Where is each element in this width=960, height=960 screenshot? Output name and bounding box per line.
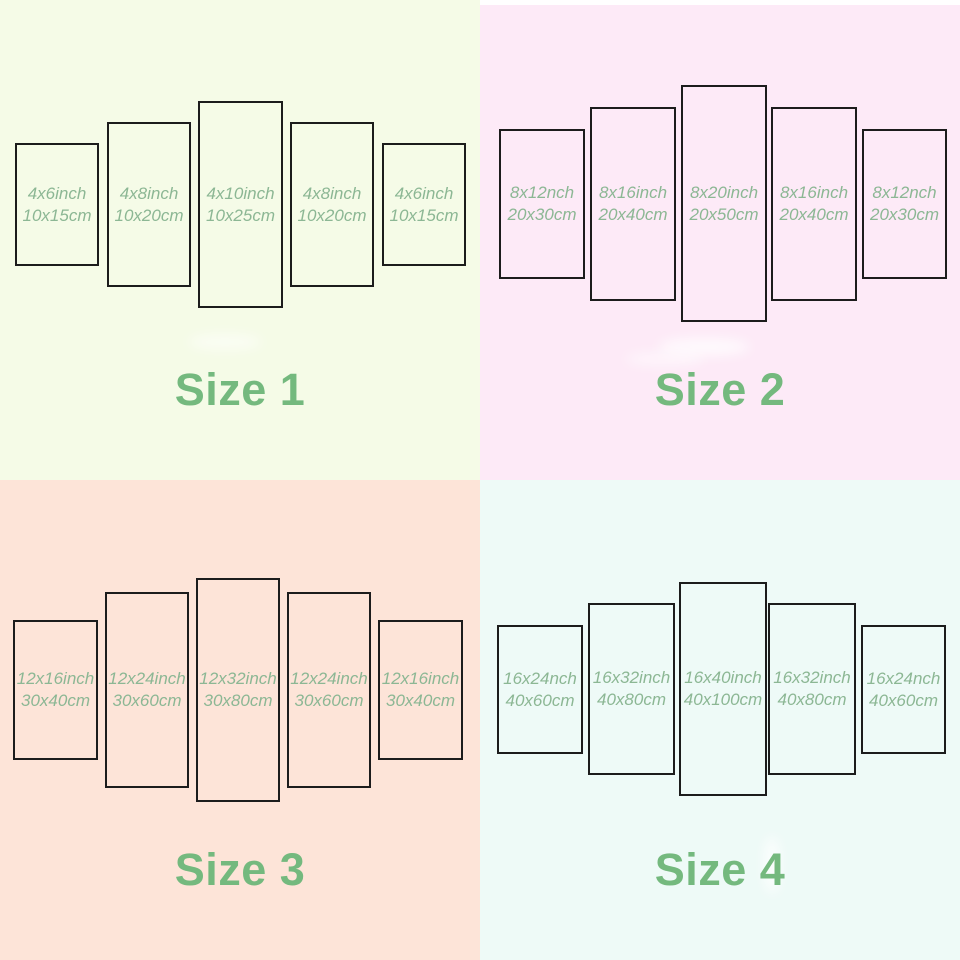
watermark-smudge (188, 334, 262, 350)
panel-inch-label: 8x16inch (598, 183, 668, 202)
canvas-panel: 16x24nch 40x60cm (861, 625, 946, 754)
canvas-panel: 16x40inch 40x100cm (679, 582, 767, 796)
white-edge-strip (480, 0, 960, 5)
quadrant-size-3: 12x16inch 30x40cm 12x24inch 30x60cm 12x3… (0, 480, 480, 960)
panel-inch-label: 16x32inch (773, 668, 851, 687)
size-group-label: Size 1 (174, 364, 306, 415)
panel-inch-label: 8x16inch (779, 183, 849, 202)
panel-cm-label: 10x20cm (297, 205, 367, 225)
panel-cm-label: 30x40cm (386, 691, 455, 710)
panel-inch-label: 8x20inch (689, 182, 759, 202)
panel-cm-label: 40x100cm (683, 690, 763, 709)
panel-inch-label: 4x8inch (302, 183, 362, 203)
panel-cm-label: 20x40cm (779, 205, 849, 224)
quadrant-size-4: 16x24nch 40x60cm 16x32inch 40x80cm 16x40… (480, 480, 960, 960)
panel-cm-label: 40x80cm (597, 690, 666, 709)
panel-cm-label: 10x20cm (114, 205, 184, 225)
quadrant-size-1: 4x6inch 10x15cm 4x8inch 10x20cm 4x10inch… (0, 0, 480, 480)
quadrant-size-2: 8x12nch 20x30cm 8x16inch 20x40cm 8x20inc… (480, 0, 960, 480)
panel-cm-label: 20x40cm (598, 205, 668, 224)
panel-cm-label: 30x80cm (203, 691, 273, 710)
canvas-panel: 12x32inch 30x80cm (196, 578, 280, 802)
canvas-panel: 8x16inch 20x40cm (590, 107, 676, 301)
panel-inch-label: 12x32inch (199, 669, 277, 688)
panel-cm-label: 40x60cm (505, 690, 575, 710)
panel-cm-label: 10x15cm (22, 205, 92, 225)
canvas-panel: 16x24nch 40x60cm (497, 625, 583, 754)
panel-inch-label: 12x24inch (290, 669, 368, 688)
panel-cm-label: 30x40cm (21, 691, 90, 710)
panel-inch-label: 16x24nch (503, 668, 577, 688)
canvas-panel: 8x12nch 20x30cm (499, 129, 585, 279)
canvas-panel: 12x24inch 30x60cm (287, 592, 371, 788)
panel-inch-label: 16x24nch (866, 668, 941, 688)
canvas-panel: 4x6inch 10x15cm (15, 143, 99, 266)
canvas-panel: 16x32inch 40x80cm (768, 603, 856, 775)
canvas-panel: 4x10inch 10x25cm (198, 101, 283, 308)
panel-cm-label: 20x50cm (689, 204, 759, 224)
panel-inch-label: 4x6inch (27, 183, 87, 203)
panel-inch-label: 16x32inch (592, 668, 671, 687)
canvas-panel: 4x8inch 10x20cm (290, 122, 374, 287)
canvas-panel: 16x32inch 40x80cm (588, 603, 675, 775)
panel-inch-label: 8x12nch (872, 183, 937, 202)
panel-cm-label: 30x60cm (112, 691, 182, 710)
panel-cm-label: 20x30cm (507, 205, 577, 224)
panel-cm-label: 30x60cm (294, 691, 364, 710)
canvas-panel: 8x12nch 20x30cm (862, 129, 947, 279)
canvas-panel: 4x6inch 10x15cm (382, 143, 466, 266)
panel-inch-label: 4x10inch (206, 183, 275, 203)
panel-cm-label: 10x25cm (206, 205, 275, 225)
size-group-label: Size 3 (174, 844, 306, 895)
panel-inch-label: 4x6inch (394, 183, 454, 203)
canvas-panel: 8x20inch 20x50cm (681, 85, 767, 322)
panel-inch-label: 12x24inch (108, 669, 186, 688)
canvas-panel: 12x16inch 30x40cm (13, 620, 98, 760)
size-group-label: Size 4 (654, 844, 786, 895)
panel-inch-label: 16x40inch (684, 668, 762, 687)
panel-cm-label: 10x15cm (389, 205, 459, 225)
panel-inch-label: 12x16inch (381, 669, 460, 688)
panel-cm-label: 20x30cm (870, 205, 939, 224)
panel-cm-label: 40x80cm (777, 690, 847, 709)
canvas-panel: 8x16inch 20x40cm (771, 107, 857, 301)
size-group-label: Size 2 (654, 364, 786, 415)
canvas-panel: 12x16inch 30x40cm (378, 620, 463, 760)
canvas-panel: 4x8inch 10x20cm (107, 122, 191, 287)
panel-inch-label: 12x16inch (16, 669, 95, 688)
watermark-smudge (658, 338, 750, 356)
canvas-panel: 12x24inch 30x60cm (105, 592, 189, 788)
panel-inch-label: 8x12nch (509, 183, 575, 202)
panel-inch-label: 4x8inch (119, 183, 179, 203)
panel-cm-label: 40x60cm (869, 690, 938, 710)
